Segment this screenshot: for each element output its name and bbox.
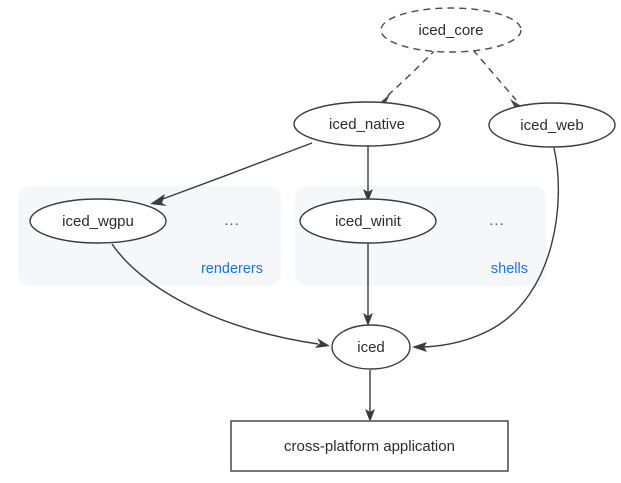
edge-iced-native-to-iced-winit	[363, 146, 373, 202]
node-iced-core[interactable]: iced_core	[380, 7, 522, 53]
edge-iced-core-to-iced-native	[377, 48, 437, 108]
node-iced-web[interactable]: iced_web	[488, 102, 616, 148]
node-iced-shape[interactable]	[331, 324, 411, 370]
arrowhead	[365, 409, 375, 422]
node-iced-winit-label: iced_winit	[335, 213, 402, 230]
edge-path	[472, 49, 517, 101]
cluster-shells-ellipsis: ...	[489, 212, 505, 229]
cluster-shells-label: shells	[491, 261, 528, 277]
edge-iced-winit-to-iced	[363, 242, 373, 326]
node-application-label: cross-platform application	[284, 438, 455, 455]
edge-path	[111, 243, 319, 345]
arrowhead	[363, 313, 373, 326]
node-cross-platform-application[interactable]: cross-platform application	[230, 420, 509, 472]
edge-iced-to-application	[365, 370, 375, 422]
node-iced-label: iced	[357, 339, 385, 356]
edge-iced-native-to-iced-wgpu	[150, 142, 313, 206]
node-iced-winit-shape[interactable]	[299, 198, 437, 244]
edge-iced-web-to-iced	[412, 147, 559, 352]
arrowhead	[363, 189, 373, 202]
node-iced-native-shape[interactable]	[293, 101, 441, 147]
cluster-renderers-ellipsis: ...	[224, 212, 240, 229]
node-iced-wgpu-label: iced_wgpu	[62, 213, 134, 230]
node-iced-web-shape[interactable]	[488, 102, 616, 148]
node-iced-wgpu[interactable]: iced_wgpu	[29, 198, 167, 244]
edge-path	[383, 48, 437, 100]
arrowhead	[412, 342, 427, 352]
node-iced-core-label: iced_core	[418, 22, 483, 39]
node-iced-native[interactable]: iced_native	[293, 101, 441, 147]
arrowhead	[315, 338, 330, 348]
edge-iced-core-to-iced-web	[472, 49, 523, 110]
edge-iced-wgpu-to-iced	[111, 243, 330, 348]
node-iced-wgpu-shape[interactable]	[29, 198, 167, 244]
node-iced-native-label: iced_native	[329, 116, 405, 133]
node-iced-web-label: iced_web	[520, 117, 583, 134]
node-iced-core-shape[interactable]	[380, 7, 522, 53]
node-iced-winit[interactable]: iced_winit	[299, 198, 437, 244]
arrowhead	[150, 194, 167, 206]
node-iced[interactable]: iced	[331, 324, 411, 370]
node-application-shape[interactable]	[230, 420, 509, 472]
cluster-renderers-label: renderers	[201, 261, 263, 277]
edge-path	[423, 147, 559, 348]
edge-path	[159, 142, 313, 201]
